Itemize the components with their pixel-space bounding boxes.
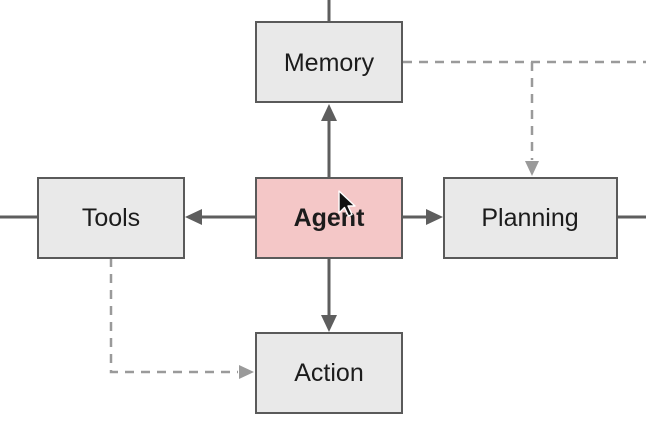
tools-box	[37, 177, 185, 259]
memory-node[interactable]: Memory	[255, 21, 403, 103]
arrowhead-agent-to-memory	[321, 104, 337, 121]
action-box	[255, 332, 403, 414]
agent-label: Agent	[294, 204, 366, 232]
action-node[interactable]: Action	[255, 332, 403, 414]
planning-box	[443, 177, 618, 259]
arrowhead-agent-to-tools	[185, 209, 202, 225]
planning-label: Planning	[481, 204, 578, 232]
mouse-cursor-icon	[338, 190, 356, 217]
action-label: Action	[294, 359, 363, 387]
memory-label: Memory	[284, 49, 375, 77]
arrowhead-agent-to-action	[321, 315, 337, 332]
agent-box	[255, 177, 403, 259]
tools-node[interactable]: Tools	[37, 177, 185, 259]
memory-box	[255, 21, 403, 103]
agent-node[interactable]: Agent	[255, 177, 403, 259]
planning-node[interactable]: Planning	[443, 177, 618, 259]
arrowhead-tools-to-action	[239, 365, 254, 379]
tools-label: Tools	[82, 204, 140, 232]
arrowhead-agent-to-planning	[426, 209, 443, 225]
edge-memory-to-planning	[403, 60, 646, 160]
edge-tools-to-action	[109, 258, 238, 374]
arrowhead-memory-to-planning	[525, 161, 539, 176]
